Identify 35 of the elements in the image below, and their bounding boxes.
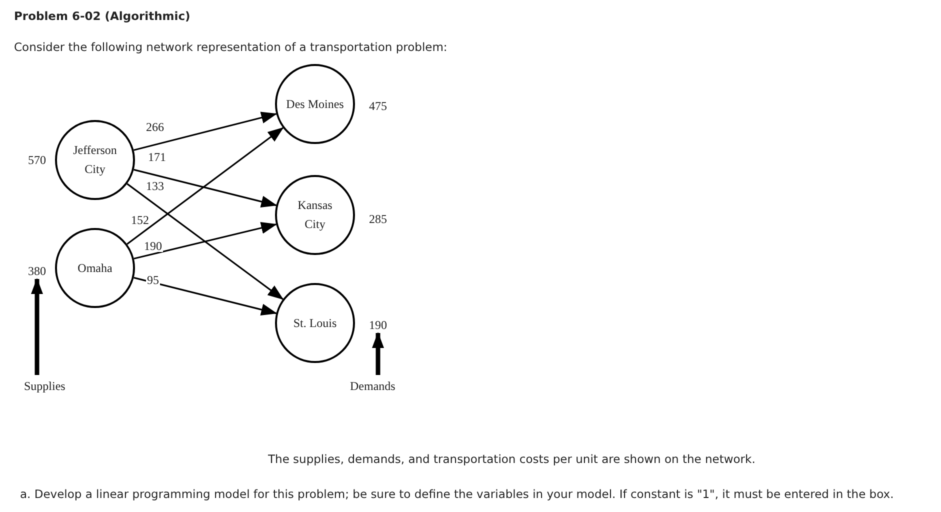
- cost-label: 266: [145, 121, 165, 133]
- node-label: St. Louis: [293, 314, 337, 332]
- title: Problem 6-02 (Algorithmic): [14, 9, 190, 23]
- city-node: [55, 228, 135, 308]
- node-label: Jefferson City: [72, 142, 118, 178]
- city-node: [275, 175, 355, 255]
- route-arrow: [31, 278, 43, 375]
- city-node: [55, 120, 135, 200]
- quantity-label: 380: [28, 263, 46, 280]
- route-arrow: [134, 276, 278, 316]
- instruction-text: a. Develop a linear programming model for this problem; be sure to define the variables in your model. If constant is "1", it must be entered in the box.: [20, 487, 894, 501]
- cost-label: 171: [147, 151, 167, 163]
- quantity-label: 285: [369, 211, 387, 228]
- node-label: Demands: [350, 379, 396, 393]
- quantity-label: 570: [28, 152, 46, 169]
- node-label: Supplies: [24, 379, 66, 393]
- cost-label: 190: [143, 240, 163, 252]
- city-node: [275, 64, 355, 144]
- node-label: Des Moines: [286, 96, 344, 112]
- route-arrow: [134, 222, 278, 260]
- instruction-text: The supplies, demands, and transportation costs per unit are shown on the network.: [268, 452, 756, 466]
- city-node: [275, 283, 355, 363]
- cost-label: 152: [130, 214, 150, 226]
- node-label: Omaha: [78, 260, 112, 276]
- quantity-label: 475: [369, 98, 387, 115]
- route-arrow: [372, 332, 384, 375]
- cost-label: 133: [145, 180, 165, 192]
- route-arrow: [134, 112, 278, 151]
- quantity-label: 190: [369, 317, 387, 334]
- route-arrow: [134, 168, 278, 208]
- node-label: Kansas City: [296, 197, 334, 233]
- cost-label: 95: [146, 274, 160, 286]
- route-arrow: [126, 183, 284, 300]
- route-arrow: [126, 127, 284, 245]
- instruction-text: Consider the following network representation of a transportation problem:: [14, 40, 448, 54]
